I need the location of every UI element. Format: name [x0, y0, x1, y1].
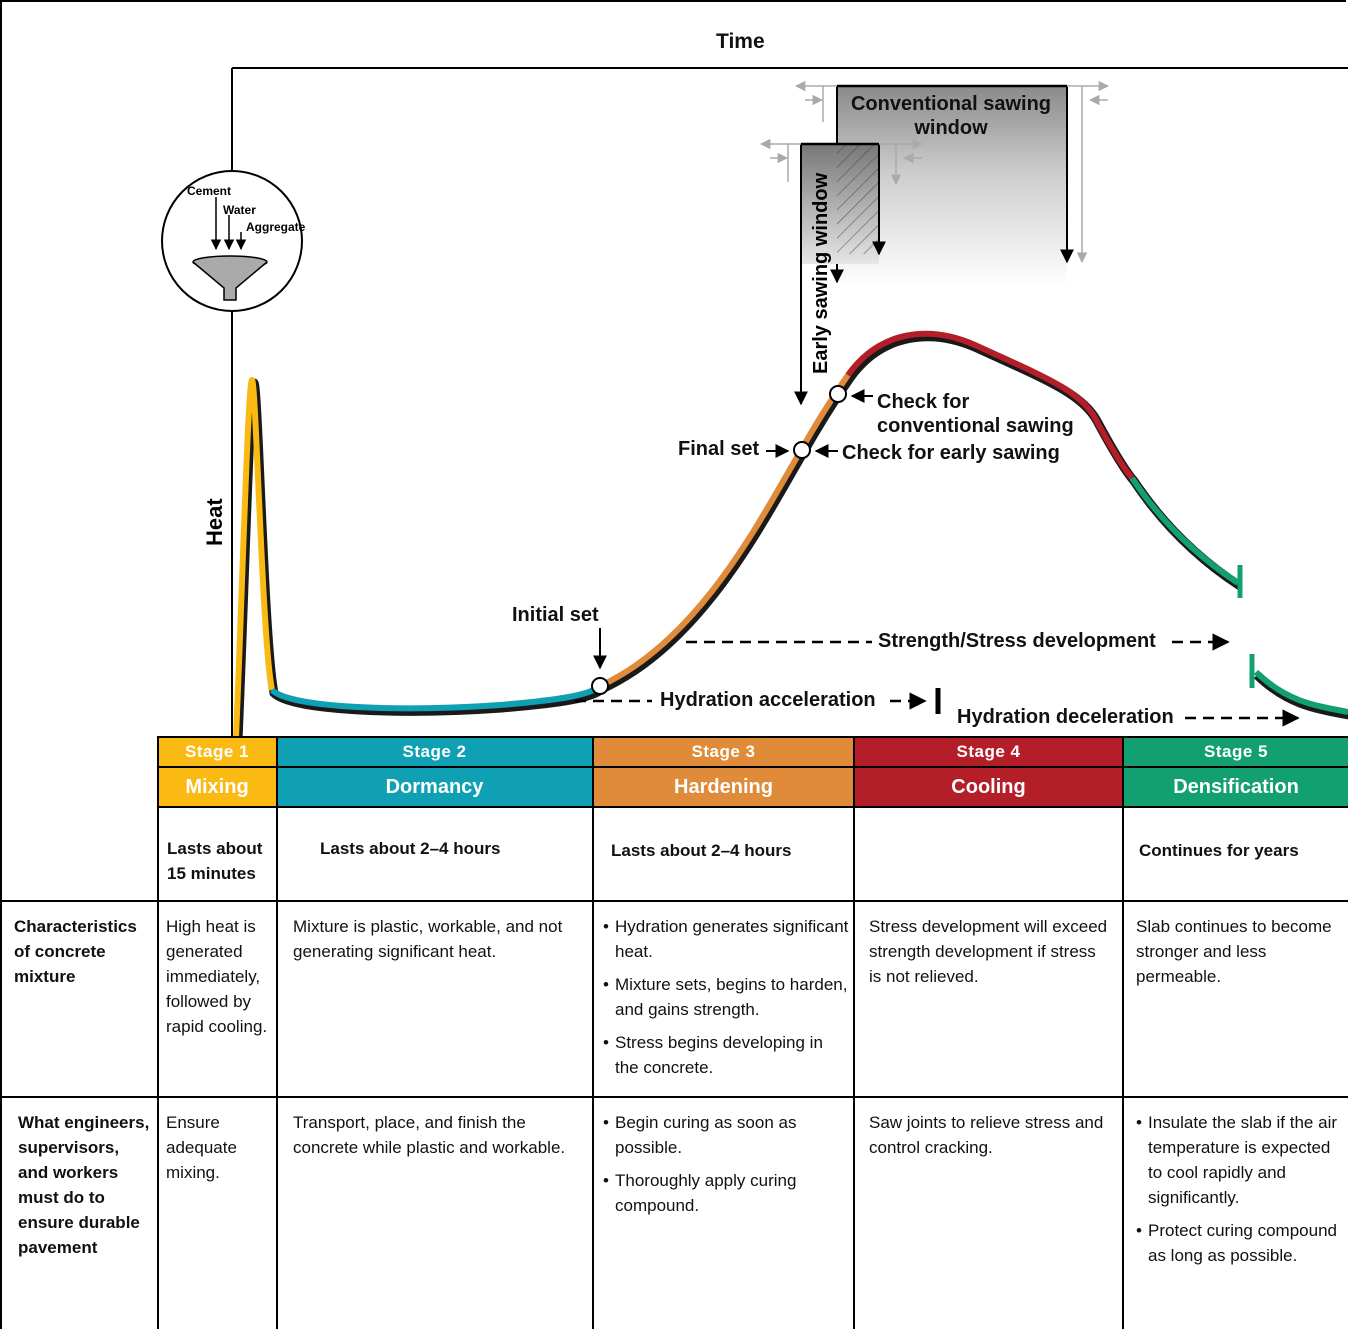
initial-set-label: Initial set: [512, 604, 599, 626]
stage-3-characteristics: Hydration generates significant heat. Mi…: [603, 914, 851, 1088]
heat-curve-stage2: [269, 683, 603, 712]
stage-5-name-text: Densification: [1173, 775, 1299, 798]
list-item: Protect curing compound as long as possi…: [1136, 1218, 1340, 1268]
early-sawing-window: [759, 138, 924, 406]
stage-2-name-text: Dormancy: [385, 775, 484, 798]
stage-2-name: Dormancy: [277, 768, 592, 806]
grid-line: [0, 1096, 1348, 1098]
stage-1-name: Mixing: [158, 768, 276, 806]
grid-line: [276, 737, 278, 1329]
heat-curve-stage1: [233, 376, 275, 738]
stage-2-header-text: Stage 2: [402, 741, 467, 761]
list-item: Hydration generates significant heat.: [603, 914, 851, 964]
funnel-label-cement: Cement: [187, 184, 231, 198]
stage-5-characteristics: Slab continues to become stronger and le…: [1136, 917, 1332, 986]
funnel-inset: Cement Water Aggregate: [161, 170, 306, 312]
grid-line: [157, 806, 1348, 808]
time-axis-title: Time: [716, 30, 765, 53]
stage-1-actions: Ensure adequate mixing.: [166, 1113, 237, 1182]
stage-3-header: Stage 3: [594, 737, 853, 766]
grid-line: [592, 737, 594, 1329]
list-item: Begin curing as soon as possible.: [603, 1110, 843, 1160]
row-label-actions: What engineers, supervisors, and workers…: [18, 1113, 150, 1257]
hydration-deceleration-label: Hydration deceleration: [957, 706, 1174, 728]
stage-3-header-text: Stage 3: [691, 741, 756, 761]
heat-curve-stage5b: [1253, 669, 1348, 715]
final-set-marker: [793, 441, 811, 459]
list-item: Insulate the slab if the air temperature…: [1136, 1110, 1340, 1210]
heat-curve-stage5a: [1129, 476, 1240, 586]
conventional-sawing-window-label: Conventional sawing window: [850, 93, 1052, 139]
stage-4-name: Cooling: [855, 768, 1122, 806]
row-label-characteristics: Characteristics of concrete mixture: [14, 917, 137, 986]
list-item: Mixture sets, begins to harden, and gain…: [603, 972, 851, 1022]
grid-line: [157, 766, 1348, 768]
grid-line: [853, 737, 855, 1329]
hydration-acceleration-label: Hydration acceleration: [660, 689, 876, 711]
heat-axis-label: Heat: [202, 498, 227, 546]
stage-5-duration: Continues for years: [1139, 841, 1299, 860]
funnel-label-aggregate: Aggregate: [246, 220, 306, 234]
stage-4-actions: Saw joints to relieve stress and control…: [869, 1113, 1104, 1157]
final-set-label: Final set: [678, 438, 760, 460]
stage-4-characteristics: Stress development will exceed strength …: [869, 917, 1108, 986]
stage-4-header-text: Stage 4: [956, 741, 1021, 761]
stage-5-header-text: Stage 5: [1204, 741, 1268, 761]
heat-curve-shadow: [233, 332, 1243, 740]
initial-set-marker: [591, 677, 609, 695]
early-sawing-window-label: Early sawing window: [810, 172, 832, 374]
conventional-check-marker: [829, 385, 847, 403]
check-early-label: Check for early sawing: [842, 442, 1060, 464]
grid-line: [0, 900, 1348, 902]
strength-stress-label: Strength/Stress development: [878, 630, 1156, 652]
stage-2-characteristics: Mixture is plastic, workable, and not ge…: [293, 917, 563, 961]
list-item: Stress begins developing in the concrete…: [603, 1030, 851, 1080]
stage-5-header: Stage 5: [1124, 737, 1348, 766]
stage-4-name-text: Cooling: [951, 775, 1026, 798]
check-conventional-label: Check for conventional sawing: [877, 391, 1074, 437]
stage-4-header: Stage 4: [855, 737, 1122, 766]
grid-line: [157, 736, 1348, 738]
funnel-label-water: Water: [223, 203, 256, 217]
stage-1-header-text: Stage 1: [185, 741, 249, 761]
stage-3-name: Hardening: [594, 768, 853, 806]
grid-line: [1122, 737, 1124, 1329]
list-item: Thoroughly apply curing compound.: [603, 1168, 843, 1218]
heat-curve-stage4: [845, 330, 1135, 480]
stage-2-duration: Lasts about 2–4 hours: [320, 839, 501, 858]
stage-3-name-text: Hardening: [674, 775, 773, 798]
stage-2-actions: Transport, place, and finish the concret…: [293, 1113, 566, 1157]
heat-curve-stage3: [598, 373, 851, 689]
stage-5-name: Densification: [1124, 768, 1348, 806]
stage-5-actions: Insulate the slab if the air temperature…: [1136, 1110, 1340, 1276]
stage-1-duration: Lasts about 15 minutes: [167, 839, 263, 883]
stage-3-actions: Begin curing as soon as possible. Thorou…: [603, 1110, 843, 1226]
stage-2-header: Stage 2: [277, 737, 592, 766]
stage-1-name-text: Mixing: [185, 775, 249, 798]
stage-1-header: Stage 1: [158, 737, 276, 766]
stage-1-characteristics: High heat is generated immediately, foll…: [166, 917, 268, 1036]
stage-3-duration: Lasts about 2–4 hours: [611, 841, 792, 860]
heat-curve-diagram: Cement Water Aggregate Early sawing wind…: [161, 67, 1348, 740]
grid-line: [157, 737, 159, 1329]
